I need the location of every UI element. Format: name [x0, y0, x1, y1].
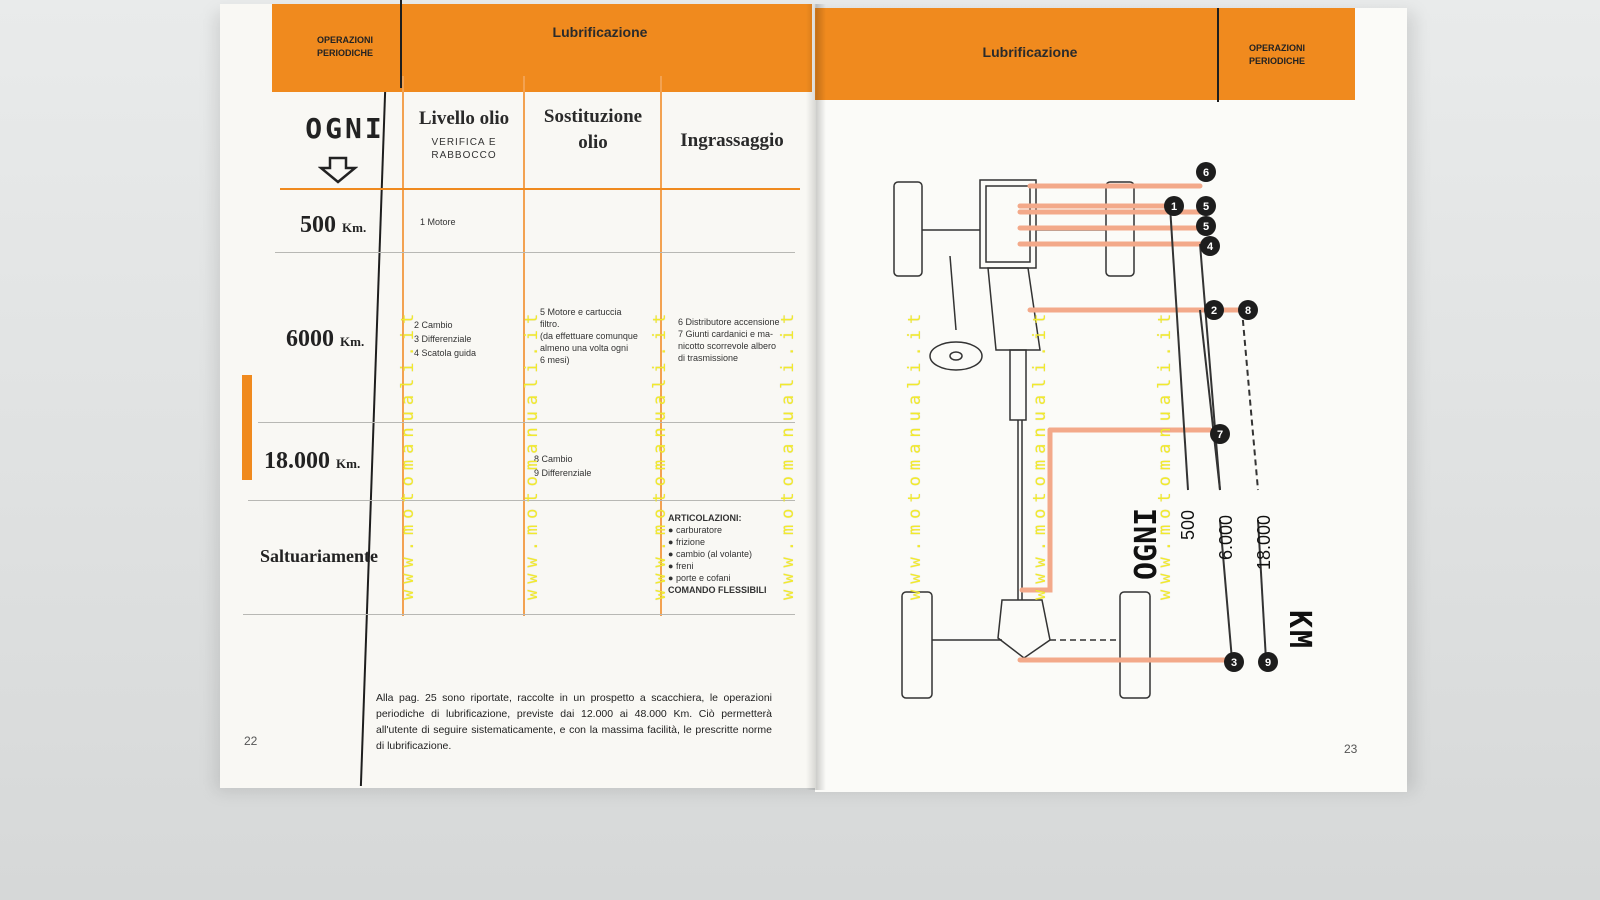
row-label-saltuariamente: Saltuariamente [260, 546, 378, 566]
header-divider [400, 0, 402, 88]
watermark-7: www.motomanuali.it [1155, 307, 1175, 600]
marker-2: 2 [1211, 305, 1217, 317]
grease-item: ● frizione [668, 537, 705, 547]
left-header-band [272, 4, 812, 92]
grease-item: ● freni [668, 561, 694, 571]
row-label-6000: 6000 Km. [286, 326, 365, 352]
cell-18000-oil-change: 8 Cambio 9 Differenziale [534, 454, 592, 478]
marker-7: 7 [1217, 429, 1223, 441]
grease-footer: COMANDO FLESSIBILI [668, 585, 767, 595]
col-divider-3 [660, 76, 662, 616]
marker-1: 1 [1171, 201, 1177, 213]
ogni-heading: OGNI [305, 112, 385, 145]
right-header-band [815, 8, 1355, 100]
legend-6000: 6.000 [1216, 515, 1236, 560]
grease-item: ● carburatore [668, 525, 722, 535]
watermark-6: www.motomanuali.it [1030, 307, 1050, 600]
col-oil-level-sub: VERIFICA E RABBOCCO [431, 137, 497, 161]
col-divider-2 [523, 76, 525, 616]
marker-3: 3 [1231, 657, 1237, 669]
left-header-section: OPERAZIONI PERIODICHE [316, 35, 373, 58]
row-line-4 [243, 614, 795, 615]
row-line-3 [248, 500, 795, 501]
col-grease: Ingrassaggio [680, 130, 784, 151]
marker-6: 6 [1203, 167, 1209, 179]
cell-500-oil-level: 1 Motore [420, 217, 456, 227]
watermark-5: www.motomanuali.it [905, 307, 925, 600]
watermark-3: www.motomanuali.it [650, 307, 670, 600]
interval-legend-lines [1169, 205, 1267, 661]
header-row-line [280, 188, 800, 190]
differential [997, 599, 1051, 659]
side-tab-marker [242, 375, 252, 480]
interval-legend: OGNI [1129, 508, 1164, 580]
cell-6000-grease: 6 Distributore accensione 7 Giunti carda… [678, 317, 780, 363]
row-line-1 [275, 252, 795, 253]
book-spine [806, 4, 826, 790]
col-oil-change: Sostituzione olio [543, 106, 643, 153]
point-markers: 6 1 5 5 4 2 8 7 3 9 [1164, 162, 1278, 672]
marker-9: 9 [1265, 657, 1271, 669]
col-oil-level: Livello olio [418, 108, 510, 129]
legend-km: KM [1282, 610, 1317, 650]
marker-5a: 5 [1203, 201, 1209, 213]
legend-18000: 18.000 [1254, 515, 1274, 570]
marker-5b: 5 [1203, 221, 1209, 233]
right-header-title: Lubrificazione [982, 44, 1078, 60]
rear-right-wheel [1119, 591, 1151, 699]
cell-6000-oil-level: 2 Cambio 3 Differenziale 4 Scatola guida [414, 320, 477, 358]
col-divider-1 [402, 76, 404, 616]
watermark-2: www.motomanuali.it [522, 307, 542, 600]
row-line-2 [258, 422, 795, 423]
rear-left-wheel [901, 591, 933, 699]
left-header-title: Lubrificazione [552, 24, 648, 40]
legend-ogni: OGNI [1129, 508, 1164, 580]
marker-4: 4 [1207, 241, 1214, 253]
page-number-left: 22 [244, 734, 258, 748]
cell-6000-oil-change: 5 Motore e cartuccia filtro. (da effettu… [540, 307, 638, 365]
watermark-4: www.motomanuali.it [778, 307, 798, 600]
front-left-wheel [893, 181, 923, 277]
lubrication-lines [1017, 183, 1243, 663]
grease-item: ● porte e cofani [668, 573, 731, 583]
engine-block [979, 179, 1037, 269]
legend-500: 500 [1178, 510, 1198, 540]
grease-item: ● cambio (al volante) [668, 549, 752, 559]
gearbox [987, 267, 1041, 351]
marker-8: 8 [1245, 305, 1251, 317]
row-label-18000: 18.000 Km. [264, 448, 361, 474]
lubrication-chassis-diagram: 6 1 5 5 4 2 8 7 3 9 OGNI 500 6.000 18.00… [893, 162, 1317, 699]
cell-saltuariamente-grease: ARTICOLAZIONI: ● carburatore ● frizione … [668, 512, 798, 596]
footnote-text: Alla pag. 25 sono riportate, raccolte in… [376, 692, 772, 752]
grease-title: ARTICOLAZIONI: [668, 513, 742, 523]
right-header-section: OPERAZIONI PERIODICHE [1248, 43, 1305, 66]
row-label-500: 500 Km. [300, 212, 367, 238]
right-header-divider [1217, 8, 1219, 102]
arrow-down-icon [318, 156, 358, 184]
watermark-1: www.motomanuali.it [398, 307, 418, 600]
left-page [220, 4, 815, 788]
page-number-right: 23 [1344, 742, 1358, 756]
